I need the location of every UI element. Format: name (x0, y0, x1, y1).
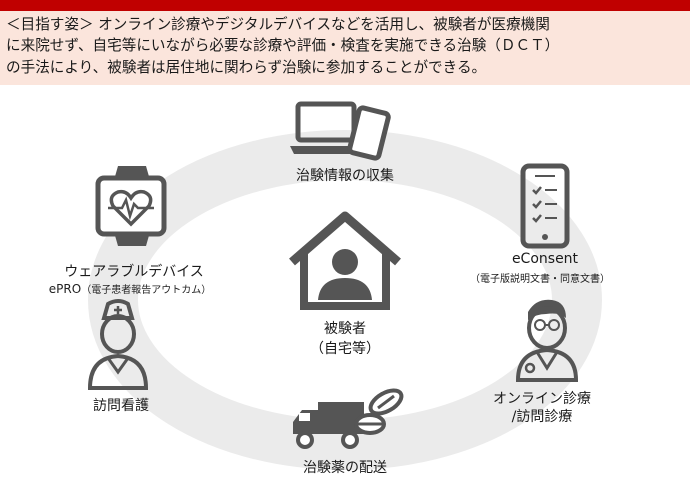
wearable-label: ウェアラブルデバイス (64, 264, 204, 280)
laptop-tablet-icon (290, 101, 391, 161)
online-label: オンライン診療 (493, 391, 591, 407)
delivery-label: 治験薬の配送 (303, 460, 387, 476)
econsent-label: eConsent (511, 251, 579, 267)
top-accent-bar (0, 0, 690, 11)
truck-pills-icon (293, 388, 404, 449)
wearable-sublabel: ePRO（電子患者報告アウトカム） (49, 281, 211, 296)
smartwatch-heart-icon (95, 166, 167, 246)
center-label: 被験者 (324, 321, 366, 337)
intro-line-3: の手法により、被験者は居住地に関わらず治験に参加することができる。 (6, 59, 487, 76)
online-sublabel: /訪問診療 (511, 409, 573, 425)
intro-box: ＜目指す姿＞ オンライン診療やデジタルデバイスなどを活用し、被験者が医療機関 に… (0, 11, 690, 85)
doctor-icon (515, 299, 579, 382)
center-sublabel: （自宅等） (310, 341, 380, 357)
house-person-icon (289, 211, 401, 310)
nursing-label: 訪問看護 (93, 398, 149, 414)
smartphone-checklist-icon (520, 163, 570, 249)
nurse-icon (87, 299, 149, 390)
epro-note: （電子患者報告アウトカム） (81, 285, 212, 296)
intro-line-1: ＜目指す姿＞ オンライン診療やデジタルデバイスなどを活用し、被験者が医療機関 (6, 16, 550, 33)
intro-line-2: に来院せず、自宅等にいながら必要な診療や評価・検査を実施できる治験（ＤＣＴ） (6, 37, 560, 54)
epro-label: ePRO (48, 282, 82, 296)
econsent-sublabel: （電子版説明文書・同意文書） (470, 274, 610, 285)
info-label: 治験情報の収集 (296, 168, 394, 184)
